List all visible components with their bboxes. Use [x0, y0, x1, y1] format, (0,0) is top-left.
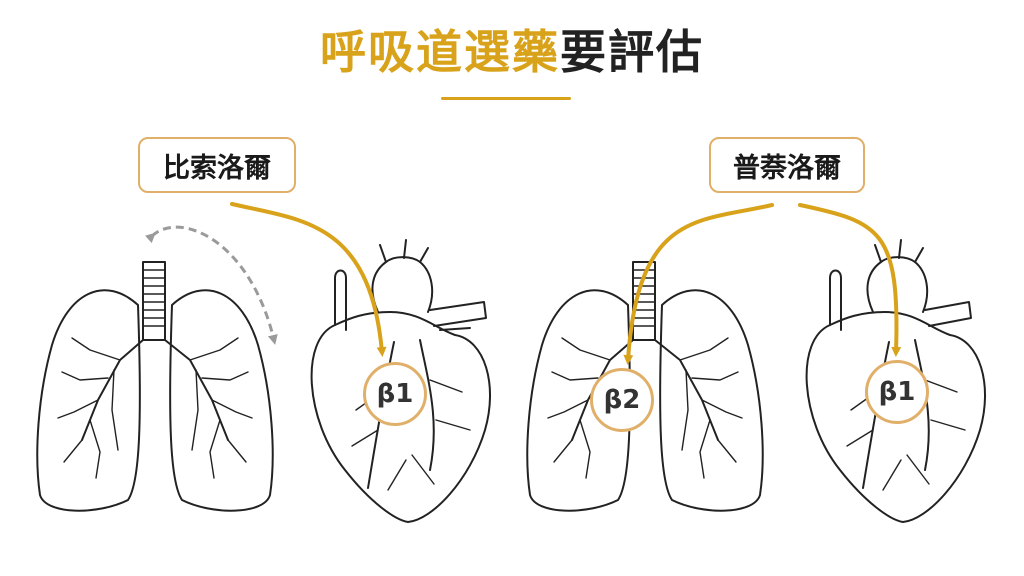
drug-label-bisoprolol: 比索洛爾	[138, 137, 296, 193]
right-drug-to-heart-arrow	[798, 203, 902, 357]
right-drug-to-lung-arrow	[623, 203, 774, 365]
receptor-badge-right-lung: β2	[590, 368, 654, 432]
title-underline	[441, 97, 571, 100]
page-title: 呼吸道選藥要評估	[0, 22, 1024, 82]
drug-label-propranolol: 普萘洛爾	[709, 137, 865, 193]
left-drug-to-heart-arrow	[230, 202, 387, 357]
right-lungs-icon	[526, 261, 764, 512]
left-lungs-icon	[36, 261, 274, 512]
receptor-badge-right-heart: β1	[865, 360, 929, 424]
receptor-badge-left-heart: β1	[363, 362, 427, 426]
left-drug-dashed-arrow	[144, 225, 278, 345]
title-rest: 要評估	[560, 25, 704, 79]
title-highlight: 呼吸道選藥	[320, 25, 560, 79]
